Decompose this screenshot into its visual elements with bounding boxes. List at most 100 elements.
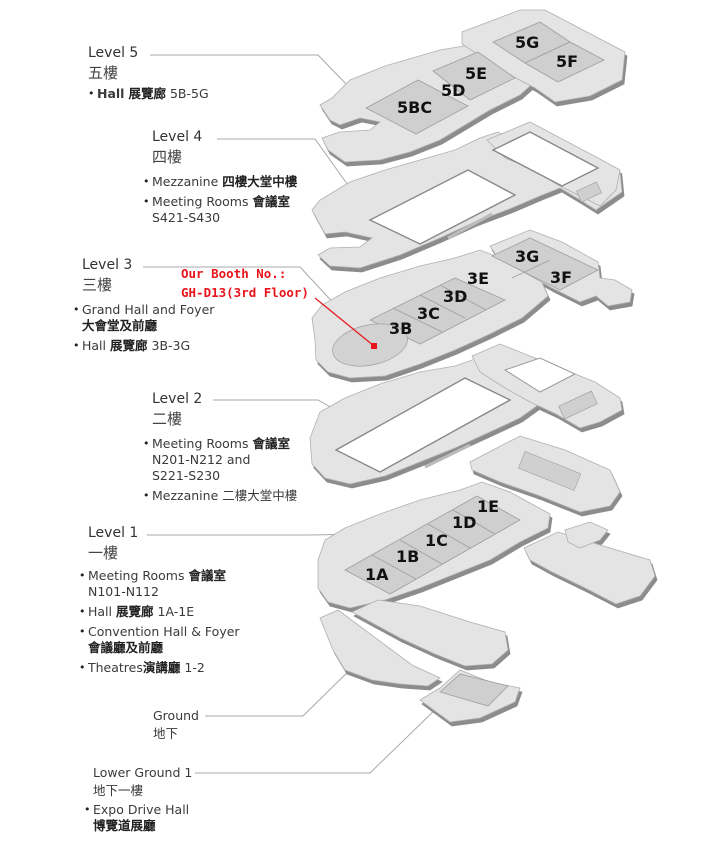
item-en: Convention Hall & Foyer [88, 624, 240, 639]
level-item: Grand Hall and Foyer 大會堂及前廳 [73, 302, 214, 334]
leader-lower-ground [195, 704, 441, 774]
item-suffix: 3B-3G [151, 338, 191, 353]
lower-ground-label: Lower Ground 1 地下一樓 Expo Drive Hall 博覽道展… [84, 764, 192, 834]
leader-ground [205, 659, 361, 717]
level4-rooms [576, 181, 602, 203]
hall-divider [427, 523, 471, 549]
item-en: Meeting Rooms [152, 436, 249, 451]
hall-label: 1D [452, 513, 476, 532]
item-en: Grand Hall and Foyer [82, 302, 215, 317]
level2-voids [334, 357, 598, 491]
item-suffix: 5B-5G [169, 86, 209, 101]
hall-label: 3D [443, 287, 467, 306]
item-zh: 會議室 [252, 436, 290, 451]
item-en: Mezzanine [152, 174, 219, 189]
hall-divider [439, 284, 487, 311]
hall-label: 1A [365, 565, 389, 584]
hall-label: 5E [465, 64, 487, 83]
item-zh: 會議室 [252, 194, 290, 209]
level-title-zh: 一樓 [88, 544, 119, 562]
level-item: Meeting Rooms 會議室 N101-N112 [79, 568, 240, 600]
level-item: Expo Drive Hall 博覽道展廳 [84, 802, 192, 834]
level2-escalator [424, 443, 471, 469]
level-item: Theatres演講廳 1-2 [79, 660, 240, 676]
item-en: Hall [97, 86, 125, 101]
item-zh: 演講廳 [142, 660, 181, 675]
level-title-zh: 四樓 [152, 148, 183, 166]
level2-south-rooms [518, 450, 582, 491]
level-title-zh: 二樓 [152, 410, 183, 428]
booth-annotation-line1: Our Booth No.: [181, 266, 287, 281]
level1-hall-labels: 1A 1B 1C 1D 1E [365, 497, 499, 584]
level-title: Level 1 [88, 525, 139, 541]
booth-annotation: Our Booth No.: GH-D13(3rd Floor) [181, 264, 309, 302]
item-line3: S221-S230 [152, 468, 221, 483]
item-zh: 展覽廊 [128, 86, 166, 101]
hall-label: 1B [396, 547, 419, 566]
hall-label: 5F [556, 52, 578, 71]
level-item: Meeting Rooms 會議室 N201-N212 and S221-S23… [143, 436, 297, 484]
level-title-zh: 地下 [153, 726, 179, 741]
level3-label: Level 3 三樓 Grand Hall and Foyer 大會堂及前廳 H… [73, 256, 214, 354]
booth-pointer [314, 297, 377, 349]
level1-label: Level 1 一樓 Meeting Rooms 會議室 N101-N112 H… [79, 524, 240, 676]
item-en: Hall [88, 604, 113, 619]
hall-label: 3G [515, 247, 539, 266]
level-title-zh: 五樓 [88, 64, 119, 82]
level-title: Level 4 [152, 129, 203, 145]
hall-divider [392, 307, 443, 333]
hall-5d-5e [432, 51, 516, 101]
level-item: Hall 展覽廊 3B-3G [73, 338, 214, 354]
level4-atrium-void [368, 169, 517, 245]
hall-1a-1e [344, 495, 521, 595]
item-zh: 展覽廊 [110, 338, 148, 353]
level5-hall-labels: 5BC 5D 5E 5G 5F [397, 33, 578, 117]
level-item: Hall 展覽廊 1A-1E [79, 604, 240, 620]
hall-divider [371, 554, 417, 580]
leader-lines [143, 54, 441, 774]
level2-rooms [558, 390, 598, 420]
item-line2: N101-N112 [88, 584, 159, 599]
item-zh: 二樓大堂中樓 [222, 488, 298, 503]
hall-label: 3B [389, 319, 412, 338]
level5-label: Level 5 五樓 Hall 展覽廊 5B-5G [88, 44, 209, 102]
hall-label: 5BC [397, 98, 432, 117]
item-en: Meeting Rooms [88, 568, 185, 583]
grand-hall [332, 323, 408, 367]
hall-label: 3F [550, 268, 572, 287]
item-suffix: 1-2 [184, 660, 205, 675]
level2-atrium-void [334, 377, 512, 473]
level-title-zh: 三樓 [82, 276, 113, 294]
leader-level3 [143, 266, 341, 311]
item-line2-zh: 博覽道展廳 [93, 818, 156, 833]
level1-halls [344, 495, 521, 595]
hall-divider [419, 294, 466, 319]
item-en: Meeting Rooms [152, 194, 249, 209]
hall-label: 3C [417, 304, 440, 323]
hall-5bc [365, 79, 469, 135]
hall-label: 5D [441, 81, 465, 100]
hall-divider [399, 539, 443, 565]
level2-east-void [503, 357, 577, 393]
ground-west-slab [319, 609, 441, 687]
item-zh: 四樓大堂中樓 [222, 174, 298, 189]
item-en: Hall [82, 338, 107, 353]
level3-hall-labels: 3B 3C 3D 3E 3G 3F [389, 247, 572, 338]
booth-marker[interactable] [371, 343, 377, 349]
level-title: Ground [153, 708, 199, 723]
item-zh: 展覽廊 [116, 604, 154, 619]
item-en: Theatres [88, 660, 143, 675]
level4-east-void [491, 131, 600, 187]
level-title-zh: 地下一樓 [93, 783, 144, 798]
hall-divider [452, 509, 496, 535]
ground-floor [319, 599, 509, 687]
level3-halls [332, 237, 599, 367]
level-title: Level 5 [88, 45, 139, 61]
level4-label: Level 4 四樓 Mezzanine 四樓大堂中樓 Meeting Room… [143, 128, 298, 226]
item-zh: 會議室 [188, 568, 226, 583]
level4-voids [368, 131, 602, 245]
leader-level5 [150, 54, 351, 89]
level-item: Hall 展覽廊 5B-5G [88, 86, 209, 102]
booth-leader-line [314, 297, 375, 347]
